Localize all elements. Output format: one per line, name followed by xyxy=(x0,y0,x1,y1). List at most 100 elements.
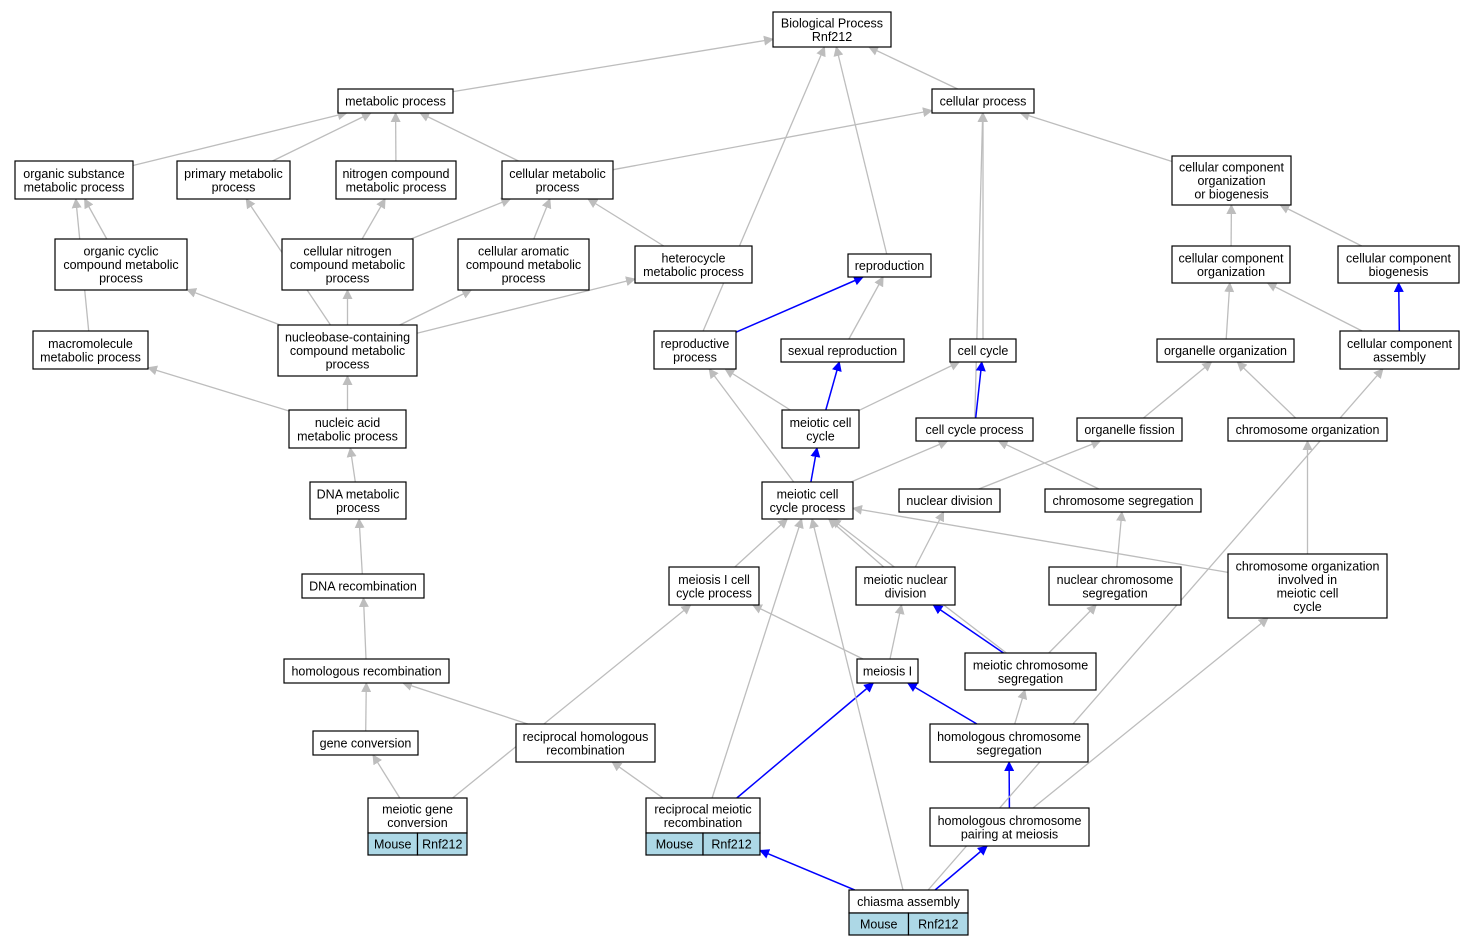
gene-label: Rnf212 xyxy=(918,918,958,932)
edge-ccp-to-cellular xyxy=(974,112,988,419)
node-cell-cycle-process[interactable]: cell cycle process xyxy=(915,417,1034,442)
node-chromosome-segregation[interactable]: chromosome segregation xyxy=(1044,488,1202,513)
node-label-line: process xyxy=(336,501,380,515)
node-label-line: cell cycle xyxy=(958,344,1009,358)
node-label-line: organic substance xyxy=(23,167,125,181)
edge-nucbase-to-cellarom xyxy=(399,289,473,326)
node-cell-cycle[interactable]: cell cycle xyxy=(949,338,1017,363)
node-meiosis-i[interactable]: meiosis I xyxy=(856,658,919,684)
node-label-line: meiotic gene xyxy=(382,802,453,816)
node-label-line: cellular metabolic xyxy=(509,167,606,181)
node-label-line: recombination xyxy=(546,743,625,757)
node-label-line: cellular aromatic xyxy=(478,245,569,259)
node-organelle-organization[interactable]: organelle organization xyxy=(1156,338,1295,363)
node-box xyxy=(898,488,1001,513)
node-label-line: compound metabolic xyxy=(290,344,405,358)
node-label-line: reproduction xyxy=(855,259,925,273)
node-sexual-reproduction[interactable]: sexual reproduction xyxy=(780,338,905,363)
node-label-line: cycle xyxy=(1293,600,1322,614)
node-box xyxy=(1171,245,1291,284)
node-label-line: DNA metabolic xyxy=(317,487,400,501)
node-label-line: reciprocal meiotic xyxy=(654,802,751,816)
edge-mcs-to-mnd xyxy=(932,604,1004,654)
node-box xyxy=(780,338,905,363)
node-label-line: organelle fission xyxy=(1084,423,1174,437)
species-label: Mouse xyxy=(860,918,898,932)
node-metabolic-process[interactable]: metabolic process xyxy=(337,88,454,114)
edge-cellular-to-root xyxy=(868,46,958,90)
node-reproduction[interactable]: reproduction xyxy=(847,253,932,278)
node-label-line: cellular component xyxy=(1179,161,1284,175)
node-box xyxy=(367,797,468,834)
edge-mgc-to-m1ccp xyxy=(452,604,692,799)
node-label-line: organic cyclic xyxy=(83,245,158,259)
edge-mnd-to-nucdiv xyxy=(914,511,945,568)
node-label-line: organelle organization xyxy=(1164,344,1287,358)
node-homologous-recombination[interactable]: homologous recombination xyxy=(283,658,450,684)
edge-mnd-to-mccp xyxy=(827,518,885,568)
edge-hcs-to-meiosis1 xyxy=(906,682,978,725)
node-label-line: nuclear chromosome xyxy=(1057,573,1174,587)
node-box xyxy=(929,807,1090,847)
edge-cellmet-to-metabolic xyxy=(419,112,519,162)
node-label-line: metabolic process xyxy=(40,350,141,364)
node-box xyxy=(964,652,1097,691)
node-label-line: DNA recombination xyxy=(309,580,417,594)
node-nuclear-division[interactable]: nuclear division xyxy=(898,488,1001,513)
node-label-line: segregation xyxy=(1082,586,1147,600)
edge-nucacid-to-macro xyxy=(147,365,290,412)
node-cellular-process[interactable]: cellular process xyxy=(931,88,1035,114)
edge-chromorg-to-orgorg xyxy=(1236,361,1297,419)
node-label-line: recombination xyxy=(664,816,743,830)
node-box xyxy=(515,723,656,763)
edge-ccb-to-ccob xyxy=(1279,204,1362,247)
edge-cca-to-cco xyxy=(1266,282,1363,332)
node-box xyxy=(915,417,1034,442)
node-chromosome-organization[interactable]: chromosome organization xyxy=(1227,417,1388,442)
edge-nucdiv-to-orgfis xyxy=(978,439,1102,490)
edge-chromseg-to-ccp xyxy=(997,440,1100,490)
node-label-line: segregation xyxy=(976,743,1041,757)
node-dna-recombination[interactable]: DNA recombination xyxy=(301,573,425,599)
species-label: Mouse xyxy=(656,838,694,852)
node-box xyxy=(1044,488,1202,513)
node-label-line: compound metabolic xyxy=(466,258,581,272)
edge-mccp-to-meioticcc xyxy=(810,447,821,483)
node-box xyxy=(1337,245,1460,284)
node-label-line: biogenesis xyxy=(1369,265,1429,279)
node-organelle-fission[interactable]: organelle fission xyxy=(1076,417,1183,442)
node-gene-conversion[interactable]: gene conversion xyxy=(312,730,419,756)
